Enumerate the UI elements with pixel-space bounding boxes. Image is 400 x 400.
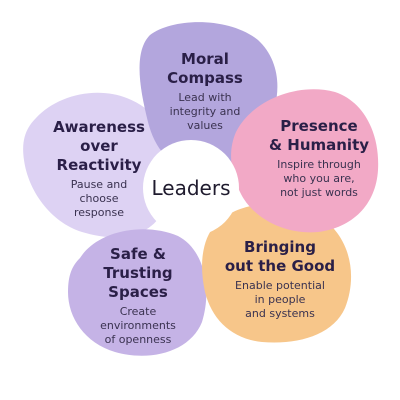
petal-presence-humanity (231, 89, 379, 233)
petal-text-presence-humanity: Presence & Humanity Inspire through who … (260, 117, 378, 200)
petal-title: Safe & Trusting Spaces (103, 245, 173, 301)
petal-text-moral-compass: Moral Compass Lead with integrity and va… (150, 50, 260, 133)
petal-description: Pause and choose response (70, 178, 128, 219)
center-label: Leaders (151, 176, 231, 200)
petal-title: Awareness over Reactivity (53, 118, 145, 174)
petal-description: Lead with integrity and values (169, 91, 241, 132)
center-circle (143, 140, 239, 236)
petal-bringing-out-the-good (202, 203, 352, 343)
petal-text-awareness-over-reactivity: Awareness over Reactivity Pause and choo… (40, 118, 158, 220)
petal-description: Inspire through who you are, not just wo… (277, 158, 361, 199)
petal-text-safe-trusting-spaces: Safe & Trusting Spaces Create environmen… (82, 245, 194, 347)
petal-title: Bringing out the Good (224, 238, 336, 275)
petal-description: Create environments of openness (100, 305, 176, 346)
petal-title: Presence & Humanity (268, 117, 370, 154)
petal-description: Enable potential in people and systems (235, 279, 325, 320)
petal-text-bringing-out-the-good: Bringing out the Good Enable potential i… (214, 238, 346, 321)
petal-title: Moral Compass (167, 50, 243, 87)
petal-awareness-over-reactivity (23, 92, 173, 238)
petal-safe-trusting-spaces (68, 229, 207, 356)
